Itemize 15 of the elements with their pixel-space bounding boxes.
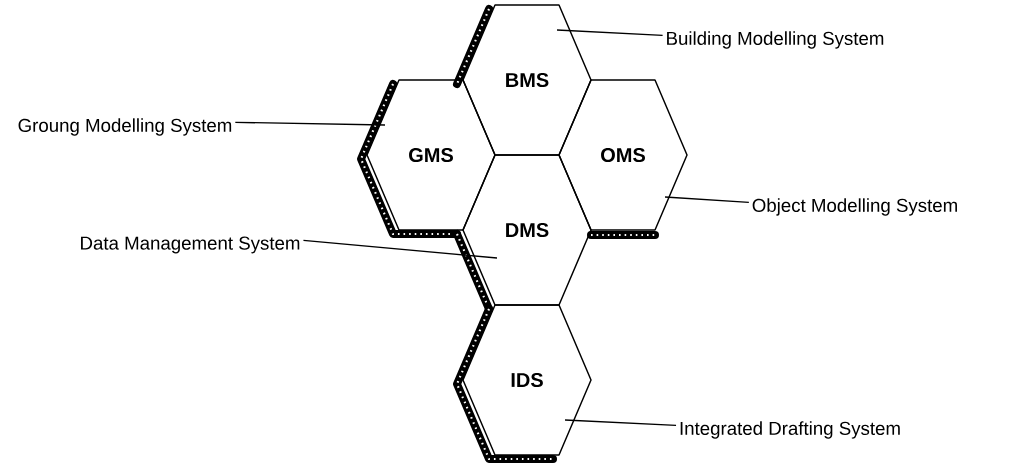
callout-label: Data Management System <box>81 236 300 254</box>
leader-line <box>556 29 664 36</box>
hexagon: GMS <box>366 79 496 231</box>
leader-line <box>664 196 750 203</box>
hexagon: BMS <box>462 4 592 156</box>
callout-label: Groung Modelling System <box>18 118 232 136</box>
hexagon: DMS <box>462 154 592 306</box>
leader-line <box>564 419 677 426</box>
leader-line <box>234 121 386 126</box>
callout-label: Building Modelling System <box>667 31 884 49</box>
leader-line <box>302 239 498 259</box>
hexagon: OMS <box>558 79 688 231</box>
callout-label: Object Modelling System <box>752 198 957 216</box>
callout-label: Integrated Drafting System <box>680 421 900 439</box>
hexagon: IDS <box>462 304 592 456</box>
